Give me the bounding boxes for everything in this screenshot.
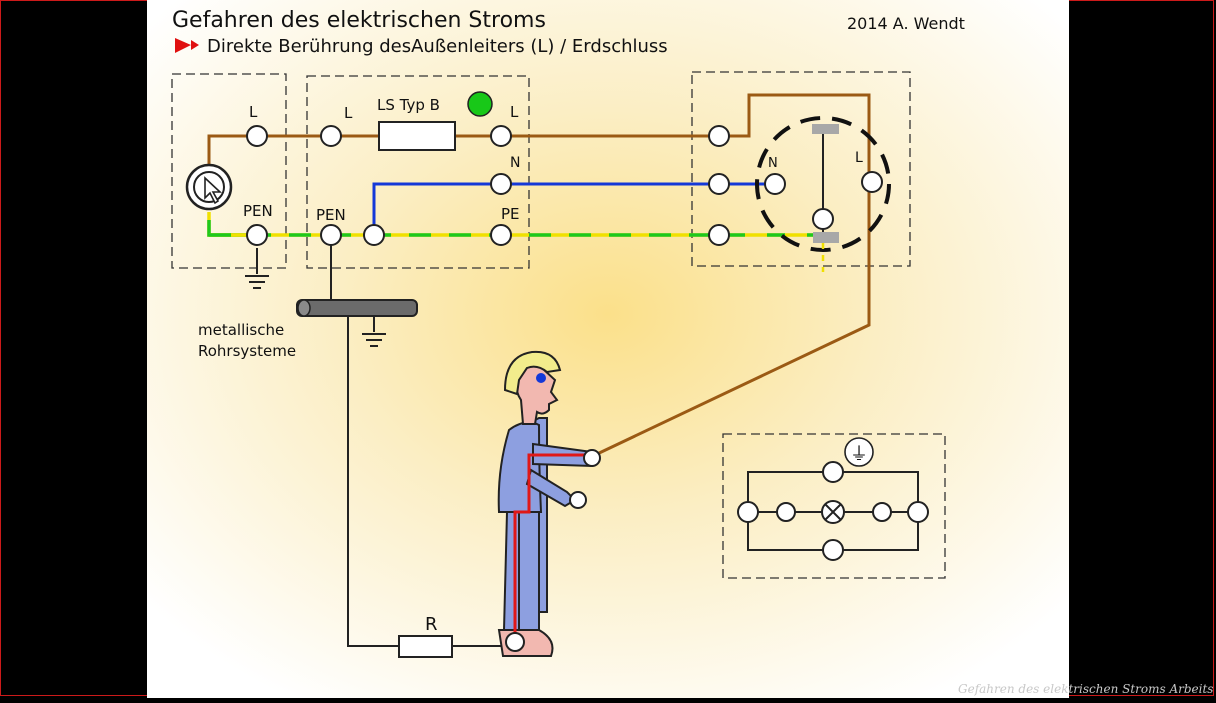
person-figure <box>497 350 601 657</box>
label-dist-PE: PE <box>501 205 520 223</box>
terminal <box>246 125 268 147</box>
subtitle: Direkte Berührung desAußenleiters (L) / … <box>207 36 668 57</box>
author-credit: 2014 A. Wendt <box>847 14 965 33</box>
ground-symbol-icon <box>245 248 269 289</box>
page-title: Gefahren des elektrischen Stroms <box>172 8 546 33</box>
terminal <box>708 173 730 195</box>
status-led <box>467 91 493 117</box>
label-pipes-2: Rohrsysteme <box>198 342 296 360</box>
source-box <box>171 73 287 269</box>
terminal <box>861 171 883 193</box>
terminal <box>708 125 730 147</box>
label-source-L: L <box>249 103 258 121</box>
circuit-diagram: Gefahren des elektrischen Stroms 2014 A.… <box>147 0 1069 698</box>
pointer-cursor-icon <box>204 176 223 205</box>
terminal <box>320 125 342 147</box>
terminal <box>490 125 512 147</box>
metal-pipe <box>296 299 418 317</box>
terminal <box>363 224 385 246</box>
label-dist-N: N <box>510 155 520 171</box>
label-socket-L: L <box>855 150 863 166</box>
terminal <box>708 224 730 246</box>
terminal <box>907 501 929 523</box>
label-source-PEN: PEN <box>243 202 273 220</box>
terminal <box>737 501 759 523</box>
terminal <box>872 502 892 522</box>
device-box <box>722 433 946 579</box>
resistor <box>398 635 453 658</box>
terminal <box>776 502 796 522</box>
distribution-box <box>306 75 530 269</box>
label-pipes-1: metallische <box>198 321 284 339</box>
subtitle-arrow-icon <box>175 38 191 53</box>
pe-conductor <box>207 212 822 237</box>
label-resistor: R <box>425 614 438 635</box>
label-dist-L-out: L <box>510 103 519 121</box>
terminal <box>822 539 844 561</box>
label-breaker: LS Typ B <box>377 96 440 114</box>
label-dist-L-in: L <box>344 104 353 122</box>
terminal <box>812 208 834 230</box>
terminal <box>764 173 786 195</box>
terminal <box>490 224 512 246</box>
protective-earth-symbol: ⏚ <box>850 444 868 465</box>
terminal <box>246 224 268 246</box>
device-diagram: ⏚ <box>737 437 929 561</box>
generator <box>185 163 233 211</box>
protective-earth-icon <box>844 437 874 467</box>
terminal <box>320 224 342 246</box>
socket-box <box>691 71 911 267</box>
background <box>147 0 1069 698</box>
terminal <box>822 461 844 483</box>
label-socket-N: N <box>768 156 778 171</box>
neutral-conductor <box>372 182 775 235</box>
diagram-canvas: Gefahren des elektrischen Stroms 2014 A.… <box>147 0 1069 698</box>
circuit-breaker <box>378 121 456 151</box>
label-dist-PEN: PEN <box>316 206 346 224</box>
terminal <box>490 173 512 195</box>
watermark: Gefahren des elektrischen Stroms Arbeits… <box>958 682 1214 696</box>
